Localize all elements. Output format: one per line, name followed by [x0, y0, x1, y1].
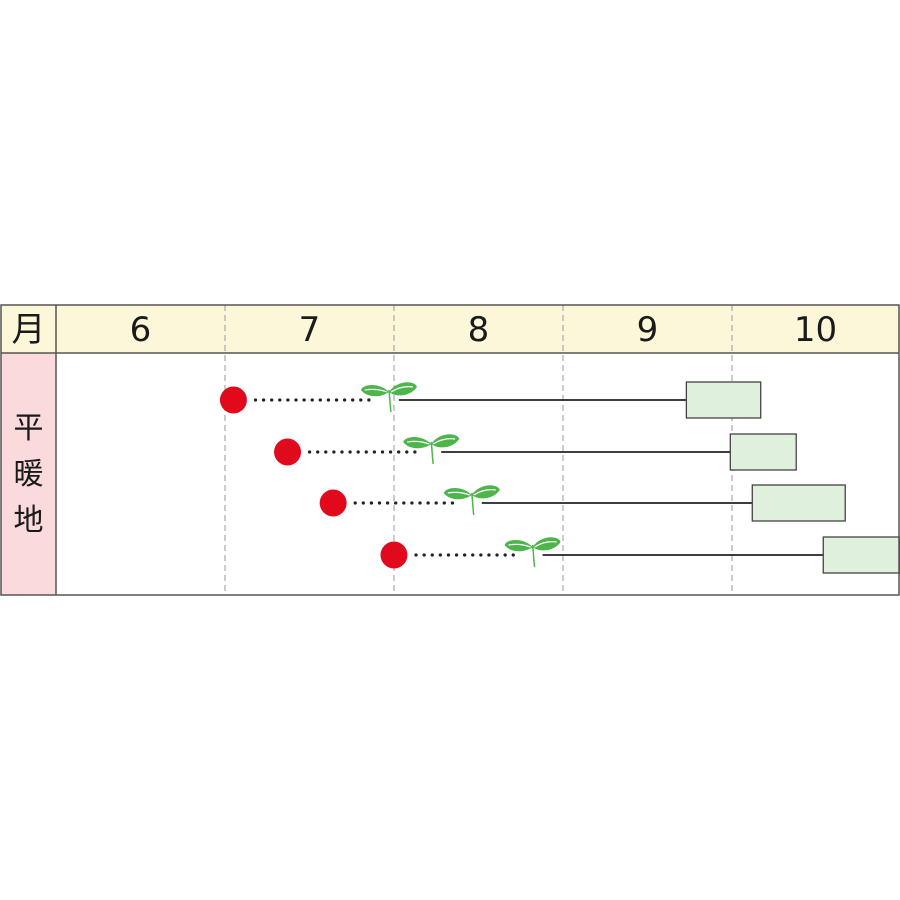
harvest-box [822, 536, 900, 574]
month-label-8: 8 [468, 310, 490, 350]
sprout-leaf-left [360, 385, 389, 397]
sprout-icon [360, 382, 417, 413]
sprout-leaf-left [504, 540, 533, 552]
schedule-row [380, 536, 900, 574]
sprout-leaf-left [443, 488, 472, 500]
sprout-leaf-left [403, 437, 432, 449]
schedule-row [319, 484, 846, 522]
region-label-char: 平 [14, 411, 44, 446]
sprout-icon [403, 434, 460, 465]
sprout-vein-right [390, 386, 414, 393]
sprout-leaf-right [431, 434, 460, 448]
region-label-background [1, 353, 56, 595]
harvest-box [751, 484, 846, 522]
month-label-7: 7 [299, 310, 321, 350]
month-label-6: 6 [130, 310, 152, 350]
sowing-dot [380, 541, 408, 569]
schedule-row [274, 433, 797, 471]
region-label-char: 地 [14, 503, 44, 538]
month-label-10: 10 [794, 310, 837, 350]
month-label-9: 9 [637, 310, 659, 350]
sprout-vein-left [364, 388, 388, 393]
sprout-leaf-right [388, 382, 417, 396]
harvest-box [685, 381, 762, 419]
sprout-icon [443, 485, 500, 516]
plot-background [56, 353, 899, 595]
sowing-dot [219, 386, 247, 414]
sprout-vein-right [432, 438, 456, 445]
sprout-vein-left [447, 491, 470, 496]
sprout-leaf-right [471, 485, 500, 499]
schedule-row [219, 381, 762, 419]
sowing-dot [274, 438, 302, 466]
sprout-vein-right [534, 541, 557, 548]
header-month-label: 月 [12, 310, 46, 350]
sprout-vein-right [473, 489, 496, 496]
sprout-icon [504, 537, 561, 568]
sprout-vein-left [407, 440, 430, 445]
sowing-dot [319, 489, 347, 517]
sprout-vein-left [508, 543, 531, 548]
sprout-leaf-right [532, 537, 561, 551]
region-label-char: 暖 [14, 457, 44, 492]
harvest-box [729, 433, 797, 471]
header-row-background [1, 305, 899, 353]
table-border [0, 304, 900, 596]
